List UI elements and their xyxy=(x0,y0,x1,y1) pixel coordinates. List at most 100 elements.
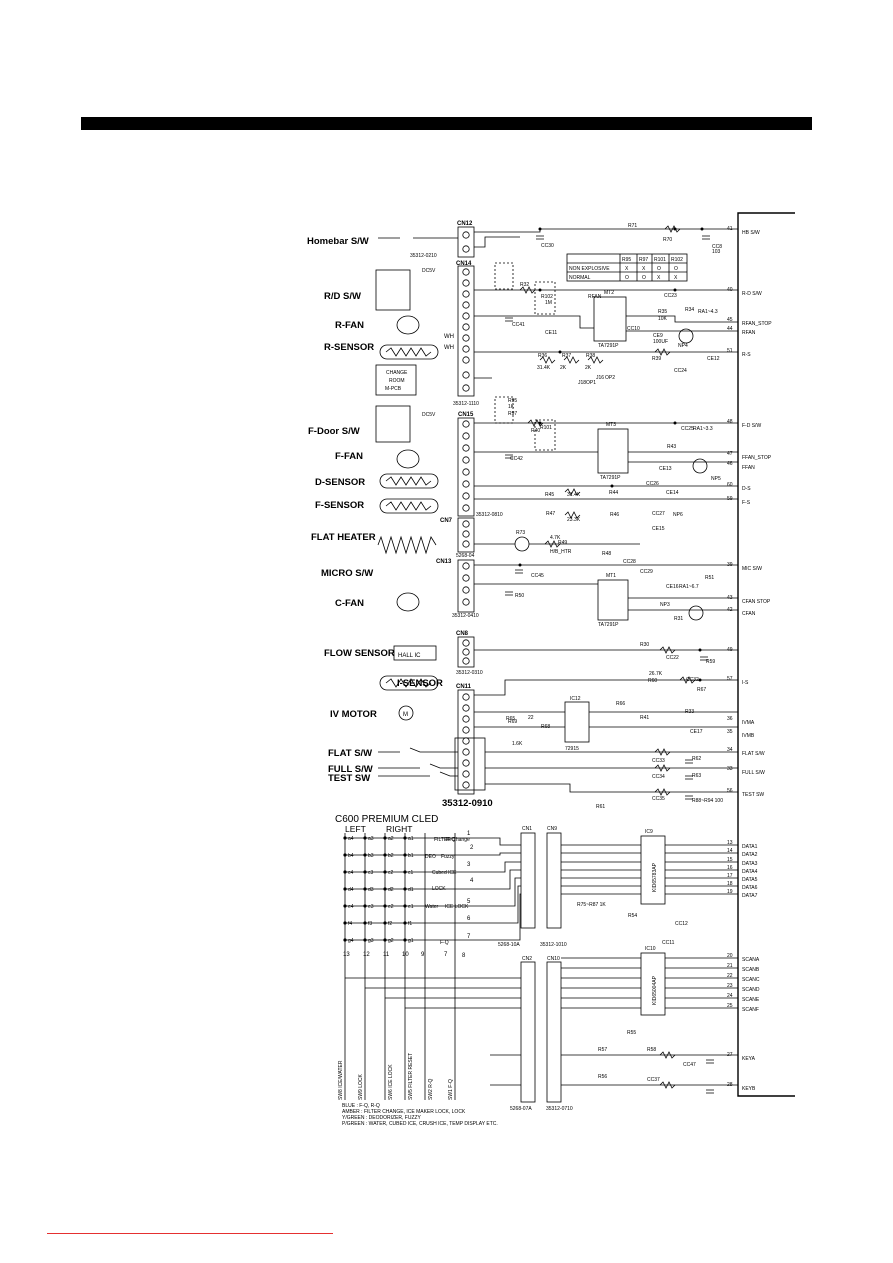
mcu-pin-number: 59 xyxy=(727,496,733,502)
component-label: CC25 xyxy=(681,426,694,432)
component-label: 31.4K xyxy=(537,365,551,371)
mcu-pin-label: KEYA xyxy=(742,1056,756,1062)
mt2-body xyxy=(593,296,627,342)
mcu-pin-number: 15 xyxy=(727,857,733,863)
row-number: 3 xyxy=(467,862,471,868)
test-sw-label: TEST SW xyxy=(328,773,370,784)
flat-sw-label: FLAT S/W xyxy=(328,748,372,759)
mcu-pin-label: SCANE xyxy=(742,997,760,1003)
mcu-pin-number: 13 xyxy=(727,840,733,846)
component-label: H/B_HTR xyxy=(550,549,572,555)
footer-rule xyxy=(47,1233,333,1234)
display-right-label: RIGHT xyxy=(386,824,412,834)
flat-heater-label: FLAT HEATER xyxy=(311,532,376,543)
component-label: CC47 xyxy=(683,1062,696,1068)
component-label: R47 xyxy=(546,511,555,517)
cn11-label: CN11 xyxy=(456,684,472,690)
mcu-pin-label: CFAN STOP xyxy=(742,599,771,605)
component-label: NP6 xyxy=(673,512,683,518)
component-label: R63 xyxy=(692,773,701,779)
component-label: CC11 xyxy=(662,940,675,946)
cn12-body xyxy=(457,226,475,258)
component-label: R45 xyxy=(545,492,554,498)
column-number: 12 xyxy=(363,952,370,958)
mt3-label: MT3 xyxy=(606,422,616,428)
component-label: NP4 xyxy=(678,343,688,349)
component-label: R97 xyxy=(508,411,517,417)
cn2-body xyxy=(520,961,536,1103)
component-label: R58 xyxy=(647,1047,656,1053)
dc5v-label-1: DC5V xyxy=(422,268,436,274)
component-label: CC10 xyxy=(627,326,640,332)
component-label: CE9 xyxy=(653,333,663,339)
component-label: CC23 xyxy=(664,293,677,299)
table-cell: X xyxy=(657,275,661,281)
cn10-label: CN10 xyxy=(547,956,560,962)
component-label: R48 xyxy=(602,551,611,557)
mt2-label: MT2 xyxy=(604,290,614,296)
mcu-pin-label: FFAN xyxy=(742,465,755,471)
key-switch-label: SW6 ICE LOCK xyxy=(388,1064,394,1100)
component-label: 22 xyxy=(528,715,534,721)
component-label: CE14 xyxy=(666,490,679,496)
mcu-pin-number: 40 xyxy=(727,287,733,293)
led-segment-label: d1 xyxy=(408,887,414,893)
cn14-body xyxy=(457,265,475,397)
component-label: R62 xyxy=(692,756,701,762)
component-label: 103 xyxy=(712,249,721,255)
component-label: CC29 xyxy=(640,569,653,575)
component-label: CE12 xyxy=(707,356,720,362)
function-label: ICE LOCK xyxy=(445,904,469,910)
component-label: CC12 xyxy=(675,921,688,927)
mcu-pin-number: 51 xyxy=(727,348,733,354)
micro-sw-label: MICRO S/W xyxy=(321,568,373,579)
mcu-pin-number: 57 xyxy=(727,676,733,682)
hall-ic-label: HALL IC xyxy=(398,653,421,659)
table-cell: X xyxy=(625,266,629,272)
row-number: 5 xyxy=(467,899,471,905)
mcu-pin-label: DATA3 xyxy=(742,861,758,867)
component-label: R40 xyxy=(531,428,540,434)
mcu-pin-label: KEYB xyxy=(742,1086,756,1092)
f-sensor-label: F-SENSOR xyxy=(315,500,364,511)
led-segment-label: b1 xyxy=(408,853,414,859)
row-number: 8 xyxy=(462,953,466,959)
column-number: 9 xyxy=(421,952,425,958)
rd-sw-label: R/D S/W xyxy=(324,291,361,302)
component-label: R71 xyxy=(628,223,637,229)
cn8-body xyxy=(457,636,475,668)
component-label: OP2 xyxy=(605,375,615,381)
led-segment-label: c4 xyxy=(348,870,354,876)
hall-ic-box xyxy=(393,645,437,661)
led-segment-label: g2 xyxy=(388,938,394,944)
component-label: R67 xyxy=(697,687,706,693)
component-label: R32 xyxy=(520,282,529,288)
mt1-body xyxy=(597,579,629,621)
mcu-pin-label: HB S/W xyxy=(742,230,760,236)
led-segment-label: e3 xyxy=(368,904,374,910)
led-segment-label: g3 xyxy=(368,938,374,944)
mcu-pin-number: 28 xyxy=(727,1082,733,1088)
resistor-table-frame xyxy=(566,253,688,282)
row-number: 1 xyxy=(467,831,471,837)
table-cell: X xyxy=(642,266,646,272)
row-number: 4 xyxy=(470,878,474,884)
mcu-pin-label: F-S xyxy=(742,500,751,506)
change-room-label-1: CHANGE xyxy=(386,370,408,376)
component-label: CC26 xyxy=(646,481,659,487)
cn12-label: CN12 xyxy=(457,221,473,227)
component-label: J16 xyxy=(596,375,604,381)
mcu-pin-label: I-S xyxy=(742,680,749,686)
component-label: R102 xyxy=(541,294,553,300)
component-label: R46 xyxy=(610,512,619,518)
mcu-pin-label: DATA7 xyxy=(742,893,758,899)
mcu-pin-number: 23 xyxy=(727,983,733,989)
component-label: R30 xyxy=(640,642,649,648)
ic10-part: KID65004AP xyxy=(652,975,658,1005)
component-label: RA1~6.7 xyxy=(679,584,699,590)
component-label: 1M xyxy=(545,300,552,306)
component-label: R51 xyxy=(705,575,714,581)
